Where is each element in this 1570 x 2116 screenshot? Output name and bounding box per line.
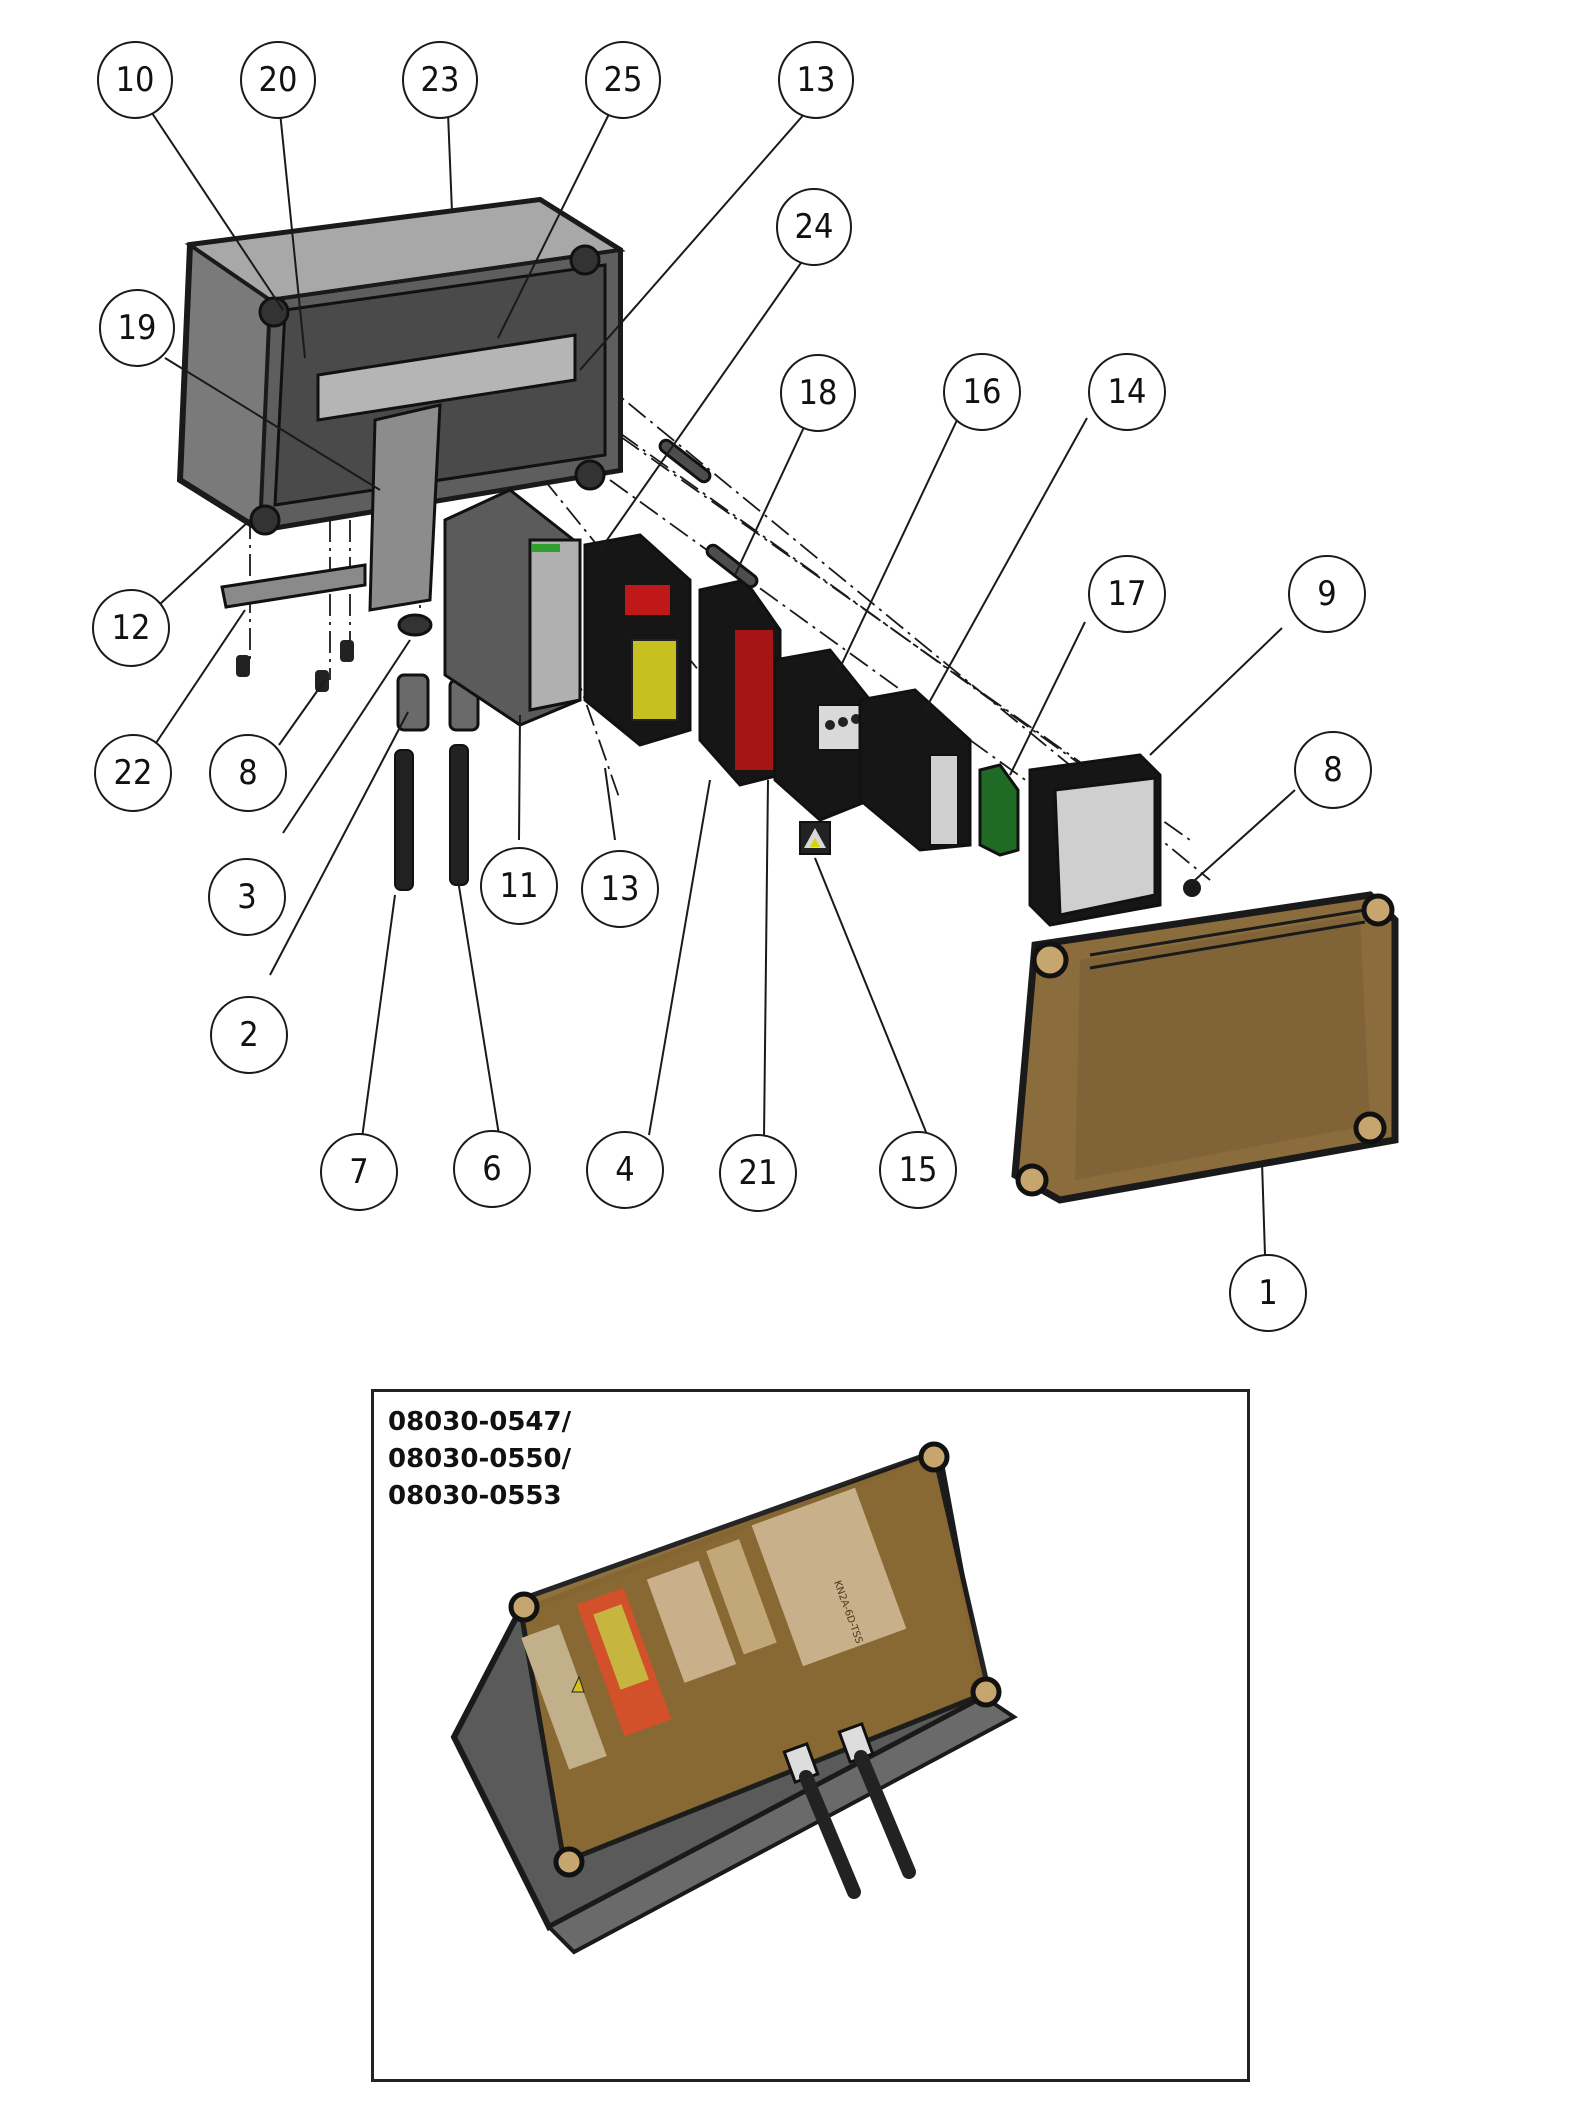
callout-c15: 15 [879,1131,957,1209]
mounting-plate [220,563,367,692]
callout-c13a: 13 [778,41,854,119]
contactor [773,648,872,822]
solid-state-relay [1028,753,1162,927]
callout-c10: 10 [97,41,173,119]
callout-label: 21 [739,1153,778,1193]
relay-module-4 [698,578,782,787]
callout-c24: 24 [776,188,852,266]
callout-c19: 19 [99,289,175,367]
callout-label: 20 [259,60,298,100]
part-number: 08030-0547/ [388,1407,572,1437]
safety-relay [583,533,692,747]
callout-label: 24 [795,207,834,247]
relay-module-14 [858,688,972,852]
callout-c14: 14 [1088,353,1166,431]
callout-c12: 12 [92,589,170,667]
callout-label: 4 [615,1150,634,1190]
callout-label: 18 [799,373,838,413]
callout-c1: 1 [1229,1254,1307,1332]
callout-label: 2 [239,1015,258,1055]
callout-label: 6 [482,1149,501,1189]
callout-c22: 22 [94,734,172,812]
callout-c4: 4 [586,1131,664,1209]
callout-label: 19 [118,308,157,348]
callout-c8b: 8 [1294,731,1372,809]
callout-label: 13 [797,60,836,100]
cable-glands [394,613,480,891]
callout-label: 25 [604,60,643,100]
assembled-enclosure: KN2A-6D-TSS [450,1441,1018,1955]
callout-c23: 23 [402,41,478,119]
screw-right [1183,879,1201,897]
warning-label [799,821,831,855]
callout-label: 7 [349,1152,368,1192]
callout-label: 23 [421,60,460,100]
callout-label: 15 [899,1150,938,1190]
green-module [978,763,1020,857]
callout-c2: 2 [210,996,288,1074]
leader-lines [151,111,1296,1256]
callout-c9: 9 [1288,555,1366,633]
callout-c17: 17 [1088,555,1166,633]
assembled-view-inset: 08030-0547/ 08030-0550/ 08030-0553 KN2A-… [371,1389,1250,2082]
part-number: 08030-0553 [388,1481,562,1511]
callout-c3: 3 [208,858,286,936]
callout-label: 11 [500,866,539,906]
callout-c11: 11 [480,847,558,925]
pin-24 [658,438,712,484]
power-supply-module [443,488,582,727]
callout-c20: 20 [240,41,316,119]
callout-label: 8 [238,753,257,793]
callout-c16: 16 [943,353,1021,431]
callout-c25: 25 [585,41,661,119]
callout-label: 22 [114,753,153,793]
callout-c21: 21 [719,1134,797,1212]
callout-c8a: 8 [209,734,287,812]
part-number-list: 08030-0547/ 08030-0550/ 08030-0553 [388,1404,571,1515]
callout-label: 8 [1323,750,1342,790]
callout-label: 17 [1108,574,1147,614]
callout-label: 9 [1317,574,1336,614]
callout-label: 16 [963,372,1002,412]
pin-18 [705,543,759,589]
callout-c7: 7 [320,1133,398,1211]
callout-label: 12 [112,608,151,648]
part-number: 08030-0550/ [388,1444,572,1474]
callout-c18: 18 [780,354,856,432]
callout-c13b: 13 [581,850,659,928]
callout-label: 14 [1108,372,1147,412]
callout-label: 3 [237,877,256,917]
callout-label: 1 [1258,1273,1277,1313]
callout-c6: 6 [453,1130,531,1208]
callout-label: 13 [601,869,640,909]
enclosure-lid [1011,891,1399,1204]
callout-label: 10 [116,60,155,100]
